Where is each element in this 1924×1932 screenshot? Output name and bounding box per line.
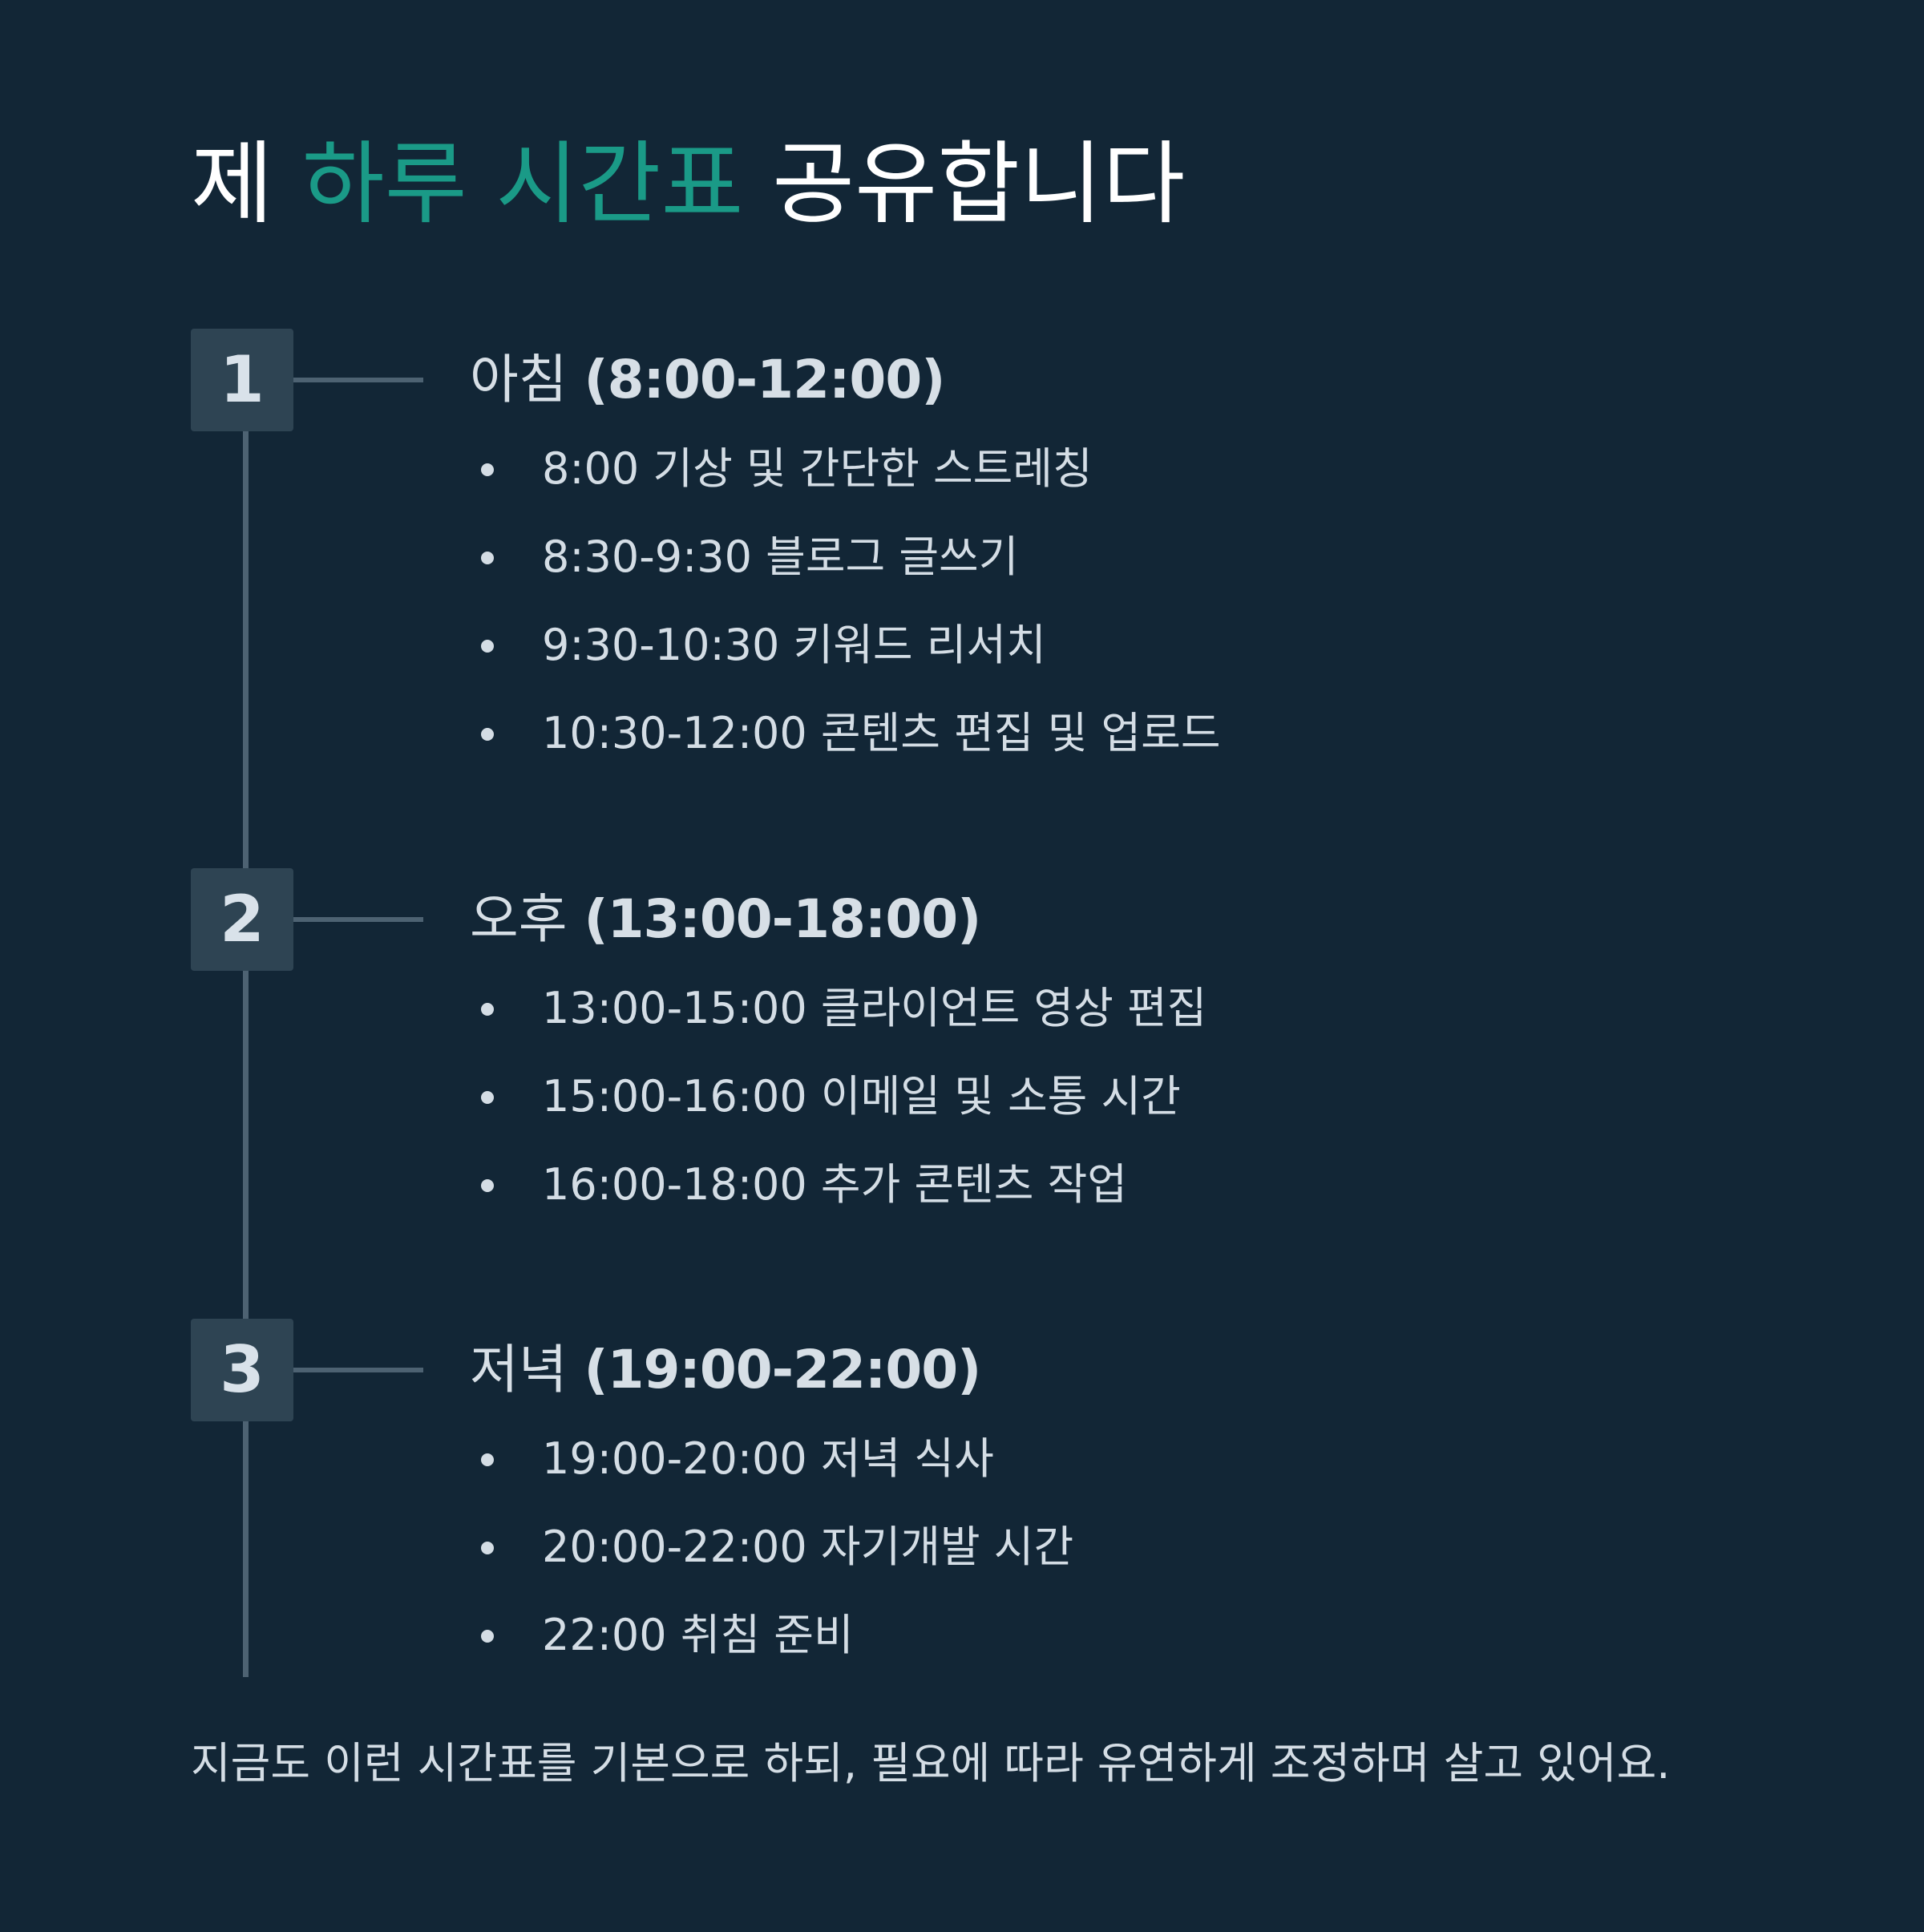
step-number-badge: 1 [191, 329, 293, 431]
section-name: 오후 [470, 888, 568, 950]
schedule-item: 8:00 기상 및 간단한 스트레칭 [481, 425, 1221, 513]
bullet-icon [481, 1630, 494, 1643]
title-highlight: 하루 시간표 [301, 132, 744, 236]
schedule-item: 15:00-16:00 이메일 및 소통 시간 [481, 1053, 1207, 1141]
bullet-icon [481, 1453, 494, 1466]
schedule-item: 19:00-20:00 저녁 식사 [481, 1415, 1073, 1503]
title-prefix: 제 [191, 132, 302, 236]
schedule-item-text: 16:00-18:00 추가 콘텐츠 작업 [542, 1159, 1127, 1210]
schedule-item: 10:30-12:00 콘텐츠 편집 및 업로드 [481, 689, 1221, 778]
section-heading: 저녁 (19:00-22:00) [470, 1322, 981, 1418]
section-name: 저녁 [470, 1339, 568, 1400]
bullet-icon [481, 463, 494, 476]
schedule-item-text: 8:30-9:30 블로그 글쓰기 [542, 532, 1019, 582]
schedule-item: 16:00-18:00 추가 콘텐츠 작업 [481, 1141, 1207, 1229]
timeline-connector [293, 378, 423, 382]
bullet-icon [481, 728, 494, 741]
schedule-list: 13:00-15:00 클라이언트 영상 편집 15:00-16:00 이메일 … [481, 964, 1207, 1229]
bullet-icon [481, 1003, 494, 1016]
bullet-icon [481, 1179, 494, 1192]
section-name: 아침 [470, 349, 568, 410]
footer-note: 지금도 이런 시간표를 기본으로 하되, 필요에 따라 유연하게 조정하며 살고… [191, 1738, 1671, 1789]
schedule-item-text: 9:30-10:30 키워드 리서치 [542, 620, 1046, 670]
section-time-range: (8:00-12:00) [584, 349, 945, 410]
schedule-item-text: 22:00 취침 준비 [542, 1610, 854, 1660]
timeline-line [243, 377, 249, 1677]
schedule-item-text: 13:00-15:00 클라이언트 영상 편집 [542, 983, 1207, 1033]
schedule-item: 20:00-22:00 자기개발 시간 [481, 1503, 1073, 1591]
schedule-item-text: 15:00-16:00 이메일 및 소통 시간 [542, 1071, 1181, 1122]
schedule-item: 8:30-9:30 블로그 글쓰기 [481, 513, 1221, 601]
schedule-item-text: 8:00 기상 및 간단한 스트레칭 [542, 443, 1093, 494]
schedule-list: 19:00-20:00 저녁 식사 20:00-22:00 자기개발 시간 22… [481, 1415, 1073, 1679]
schedule-list: 8:00 기상 및 간단한 스트레칭 8:30-9:30 블로그 글쓰기 9:3… [481, 425, 1221, 778]
bullet-icon [481, 1542, 494, 1554]
page-title: 제 하루 시간표 공유합니다 [191, 128, 1185, 240]
timeline-connector [293, 917, 423, 922]
schedule-item: 22:00 취침 준비 [481, 1591, 1073, 1679]
schedule-item-text: 10:30-12:00 콘텐츠 편집 및 업로드 [542, 708, 1221, 758]
bullet-icon [481, 640, 494, 653]
bullet-icon [481, 1091, 494, 1104]
schedule-item: 13:00-15:00 클라이언트 영상 편집 [481, 964, 1207, 1053]
section-time-range: (13:00-18:00) [584, 888, 981, 950]
section-time-range: (19:00-22:00) [584, 1339, 981, 1400]
step-number-badge: 2 [191, 868, 293, 971]
section-heading: 아침 (8:00-12:00) [470, 332, 945, 428]
bullet-icon [481, 552, 494, 564]
schedule-item-text: 19:00-20:00 저녁 식사 [542, 1433, 994, 1484]
section-heading: 오후 (13:00-18:00) [470, 871, 981, 968]
step-number-badge: 3 [191, 1319, 293, 1421]
schedule-item: 9:30-10:30 키워드 리서치 [481, 601, 1221, 689]
schedule-item-text: 20:00-22:00 자기개발 시간 [542, 1522, 1074, 1572]
timeline-connector [293, 1368, 423, 1372]
title-suffix: 공유합니다 [743, 132, 1186, 236]
